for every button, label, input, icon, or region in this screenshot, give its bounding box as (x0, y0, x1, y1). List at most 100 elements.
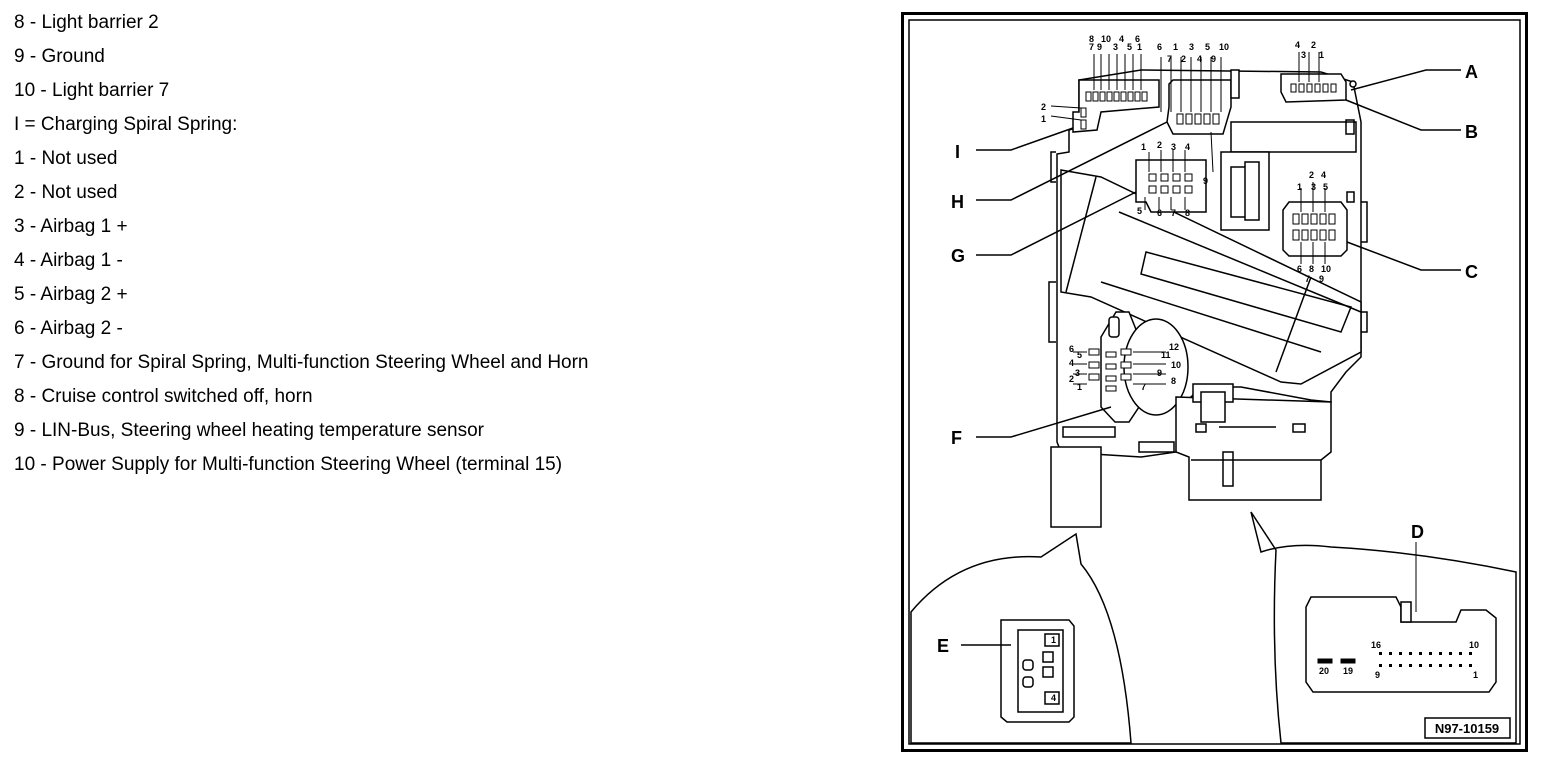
pin-label: 1 (1319, 50, 1324, 60)
connector-g (1135, 150, 1207, 213)
pin-label: 2 (1181, 54, 1186, 64)
pin-label: 9 (1211, 54, 1216, 64)
pin-label: 6 (1157, 42, 1162, 52)
pin-label: 1 (1041, 114, 1046, 124)
connector-c (1282, 182, 1348, 264)
pin-label: 8 (1309, 264, 1314, 274)
pin-label: 3 (1075, 368, 1080, 378)
callout-b: B (1465, 122, 1478, 142)
pin-label: 8 (1171, 376, 1176, 386)
callout-c: C (1465, 262, 1478, 282)
callout-f: F (951, 428, 962, 448)
pin-label: 9 (1375, 670, 1380, 680)
pin-label: 1 (1473, 670, 1478, 680)
legend-item: 3 - Airbag 1 + (14, 216, 128, 237)
pin-label: 9 (1319, 274, 1324, 284)
pin-label: 4 (1119, 34, 1124, 44)
pin-label: 2 (1041, 102, 1046, 112)
pin-label: 2 (1157, 140, 1162, 150)
callout-h: H (951, 192, 964, 212)
pin-label: 3 (1189, 42, 1194, 52)
pin-label: 7 (1089, 42, 1094, 52)
pin-label: 10 (1219, 42, 1229, 52)
connector-h (1160, 57, 1240, 173)
pin-label: 1 (1297, 182, 1302, 192)
legend-item: 9 - LIN-Bus, Steering wheel heating temp… (14, 420, 484, 441)
callout-a: A (1465, 62, 1478, 82)
pin-label: 7 (1167, 54, 1172, 64)
callout-g: G (951, 246, 965, 266)
legend-item: 2 - Not used (14, 182, 118, 203)
pin-label: 2 (1069, 374, 1074, 384)
pin-label: 2 (1309, 170, 1314, 180)
pin-label: 4 (1295, 40, 1300, 50)
pin-label: 10 (1469, 640, 1479, 650)
connector-e-housing (1050, 426, 1175, 528)
pin-label: 4 (1051, 693, 1056, 703)
connector-f (1073, 311, 1189, 423)
pin-label: 3 (1113, 42, 1118, 52)
legend-heading: I = Charging Spiral Spring: (14, 114, 238, 135)
pin-label: 11 (1161, 350, 1171, 360)
pin-label: 7 (1141, 382, 1146, 392)
callout-i: I (955, 142, 960, 162)
callout-e: E (937, 636, 949, 656)
detail-bubble-e (910, 532, 1132, 744)
legend-item: 10 - Power Supply for Multi-function Ste… (14, 454, 563, 475)
figure-id: N97-10159 (1435, 721, 1499, 736)
pin-label: 7 (1171, 208, 1176, 218)
figure-id-box (1424, 717, 1511, 739)
pin-label: 4 (1321, 170, 1326, 180)
pin-label: 9 (1157, 368, 1162, 378)
pin-label: 1 (1173, 42, 1178, 52)
callout-d: D (1411, 522, 1424, 542)
connector-diagram-svg: A B C D E F G H I 7 8 9 10 3 4 5 6 1 2 1… (901, 12, 1528, 752)
connector-b (1280, 52, 1357, 103)
pin-label: 5 (1127, 42, 1132, 52)
pin-label: 3 (1311, 182, 1316, 192)
pin-label: 5 (1323, 182, 1328, 192)
legend-item: 8 - Cruise control switched off, horn (14, 386, 313, 407)
pin-label: 9 (1097, 42, 1102, 52)
connector-i-spiral-spring (1050, 54, 1160, 133)
pin-label: 10 (1171, 360, 1181, 370)
diagram-inner-frame (908, 19, 1521, 745)
legend-item: 5 - Airbag 2 + (14, 284, 128, 305)
legend-item: 6 - Airbag 2 - (14, 318, 123, 339)
legend-item: 4 - Airbag 1 - (14, 250, 123, 271)
pin-label: 2 (1311, 40, 1316, 50)
pin-label: 5 (1205, 42, 1210, 52)
pin-label: 3 (1171, 142, 1176, 152)
pin-label: 6 (1135, 34, 1140, 44)
pin-label: 4 (1197, 54, 1202, 64)
relay-module (1220, 151, 1270, 231)
pin-label: 3 (1301, 50, 1306, 60)
pin-label: 16 (1371, 640, 1381, 650)
pin-assignment-legend: 8 - Light barrier 2 9 - Ground 10 - Ligh… (14, 8, 874, 484)
pin-label: 19 (1343, 666, 1353, 676)
pin-label: 1 (1137, 42, 1142, 52)
callout-leader-lines (961, 69, 1461, 646)
pin-label: 4 (1185, 142, 1190, 152)
pin-label: 5 (1137, 206, 1142, 216)
connector-diagram: A B C D E F G H I 7 8 9 10 3 4 5 6 1 2 1… (901, 12, 1528, 752)
pin-label: 6 (1069, 344, 1074, 354)
pin-label: 10 (1321, 264, 1331, 274)
pin-label: 8 (1089, 34, 1094, 44)
pin-label: 1 (1077, 382, 1082, 392)
pin-label: 4 (1069, 358, 1074, 368)
legend-item: 8 - Light barrier 2 (14, 12, 159, 33)
legend-item: 10 - Light barrier 7 (14, 80, 170, 101)
pin-label: 5 (1077, 350, 1082, 360)
legend-item: 7 - Ground for Spiral Spring, Multi-func… (14, 352, 589, 373)
pin-label: 8 (1185, 208, 1190, 218)
legend-item: 1 - Not used (14, 148, 118, 169)
pin-label: 6 (1297, 264, 1302, 274)
pin-label: 6 (1157, 208, 1162, 218)
pin-label: 1 (1141, 142, 1146, 152)
connector-d-housing (1175, 383, 1332, 501)
pin-label: 7 (1305, 274, 1310, 284)
detail-bubble-d (1250, 511, 1517, 744)
pin-label: 9 (1203, 176, 1208, 186)
pin-label: 20 (1319, 666, 1329, 676)
